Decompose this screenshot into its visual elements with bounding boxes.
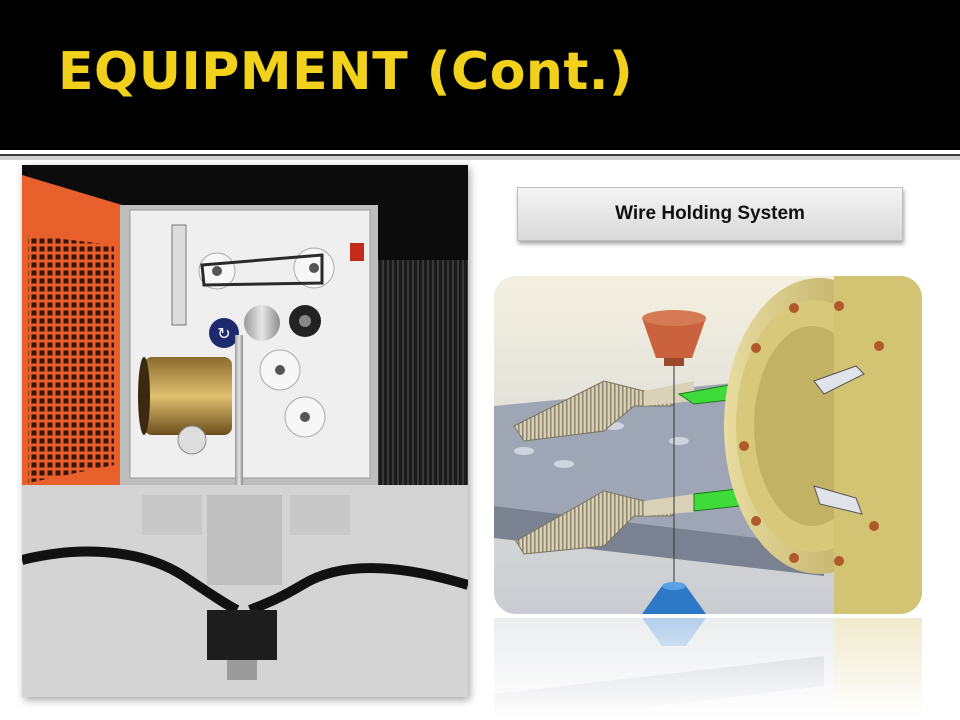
- divider-shadow: [0, 156, 960, 160]
- wire-holding-system-caption: Wire Holding System: [517, 187, 903, 241]
- slide-title: EQUIPMENT (Cont.): [58, 42, 634, 102]
- svg-text:↻: ↻: [217, 324, 230, 343]
- wire-feed-machine-photo: ↻: [22, 165, 468, 697]
- title-band: EQUIPMENT (Cont.): [0, 0, 960, 150]
- divider-top: [0, 150, 960, 153]
- wire-holding-system-render: [494, 276, 922, 614]
- render-reflection: [494, 618, 922, 718]
- divider-line: [0, 154, 960, 156]
